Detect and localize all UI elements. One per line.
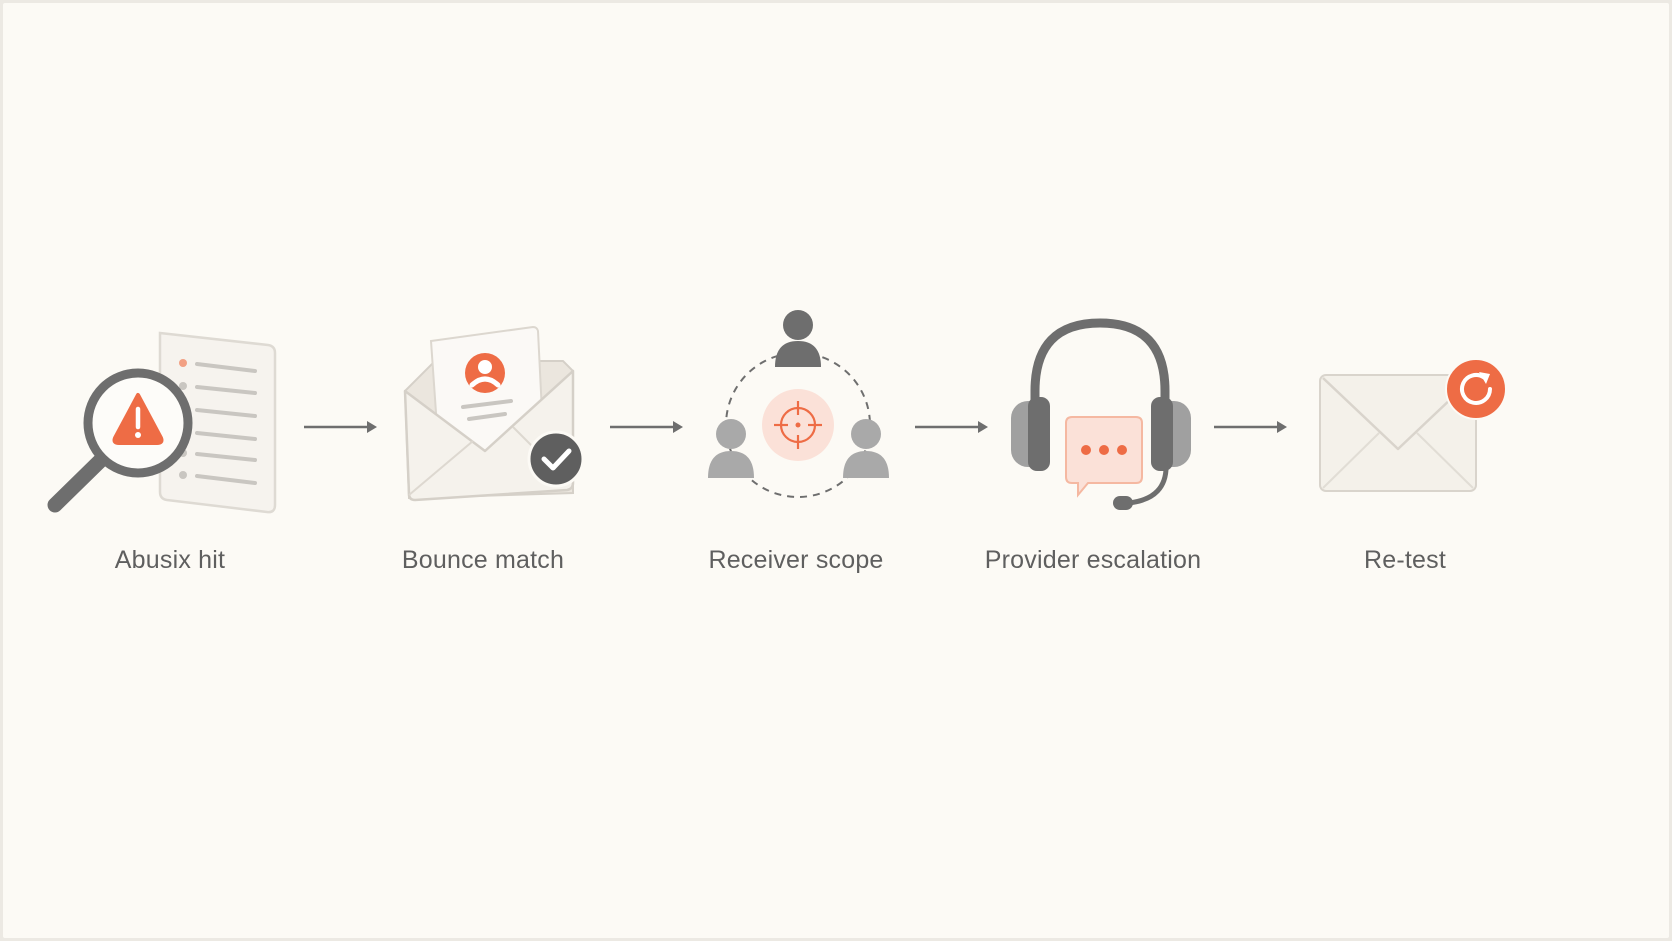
arrow-4 (1214, 419, 1289, 435)
step-4-label: Provider escalation (984, 546, 1202, 574)
step-4-icon (1008, 313, 1198, 523)
step-1-label: Abusix hit (114, 546, 226, 574)
arrow-right-icon (610, 421, 683, 433)
headset-chat-icon (1011, 318, 1191, 510)
step-3-label: Receiver scope (708, 546, 884, 574)
arrow-3 (915, 419, 990, 435)
step-5-label: Re-test (1364, 546, 1446, 574)
step-3-icon (703, 303, 903, 513)
envelope-refresh-icon (1319, 358, 1507, 492)
step-2-icon (393, 323, 623, 523)
arrow-right-icon (304, 421, 377, 433)
envelope-profile-check-icon (403, 325, 585, 502)
magnifier-warning-document-icon (47, 331, 277, 514)
step-5-icon (1313, 353, 1513, 503)
step-1-icon (43, 323, 303, 543)
step-2-label: Bounce match (401, 546, 565, 574)
users-target-icon (708, 310, 889, 498)
diagram-canvas: Abusix hit Bounce match Receiver scope P… (3, 3, 1669, 938)
arrow-2 (610, 419, 685, 435)
arrow-right-icon (915, 421, 988, 433)
arrow-right-icon (1214, 421, 1287, 433)
arrow-1 (304, 419, 379, 435)
